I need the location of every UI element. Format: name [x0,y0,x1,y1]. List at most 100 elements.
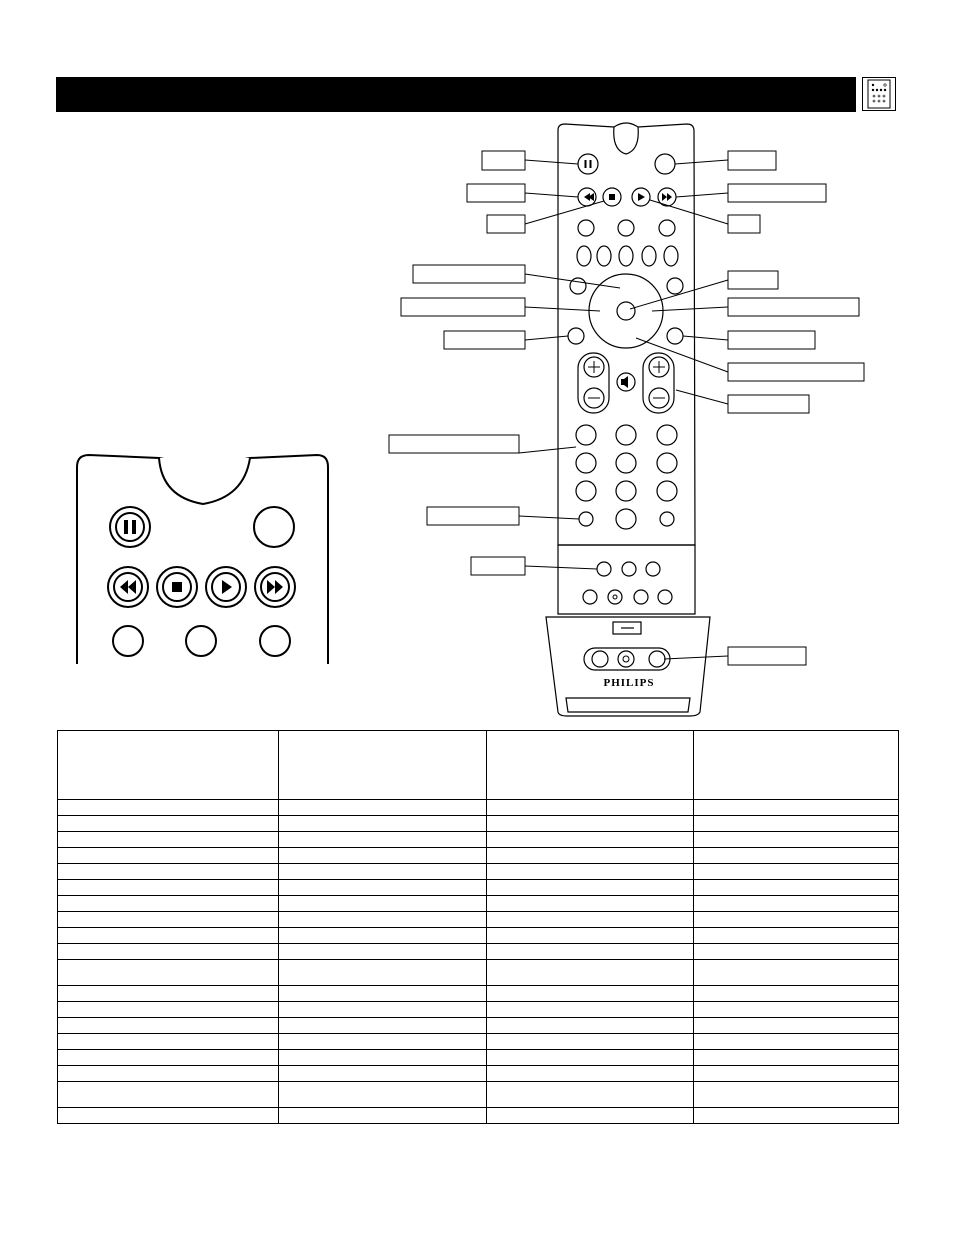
section-header-bar [56,77,856,112]
digit-button[interactable] [615,424,637,446]
source-button-2[interactable] [617,219,635,237]
small-button[interactable] [633,589,649,605]
table-cell [486,1107,694,1124]
lower-left-button[interactable] [567,327,585,345]
table-cell [278,1107,487,1124]
callout-box [727,270,779,290]
table-cell [278,985,487,1002]
detail-source-button[interactable] [112,625,144,657]
small-button[interactable] [645,561,661,577]
table-cell [693,799,899,816]
digit-button[interactable] [575,480,597,502]
mode-button-3[interactable] [618,245,634,267]
table-header-cell [57,730,279,800]
digit-button[interactable] [656,424,678,446]
digit-button[interactable] [615,480,637,502]
small-button[interactable] [607,589,623,605]
table-header-row [57,730,899,800]
table-cell [57,895,279,912]
callout-box [470,556,526,576]
callout-box [727,297,860,317]
table-cell [57,1017,279,1034]
digit-button[interactable] [656,480,678,502]
mode-button-1[interactable] [576,245,592,267]
table-cell [278,911,487,928]
digit-button[interactable] [656,452,678,474]
table-cell [57,943,279,960]
table-row [57,927,899,944]
feature-table [57,730,899,1124]
remote-detail-enlarged [76,453,329,664]
main-remote-buttons [567,153,684,668]
table-cell [693,911,899,928]
table-cell [486,985,694,1002]
table-cell [693,1033,899,1050]
table-cell [278,799,487,816]
callout-box [486,214,526,234]
table-cell [57,985,279,1002]
special-button[interactable] [659,511,675,527]
table-header-cell [278,730,487,800]
table-cell [693,863,899,880]
table-row [57,799,899,816]
table-cell [486,1081,694,1108]
source-button-3[interactable] [658,219,676,237]
table-row [57,1065,899,1082]
detail-power-button[interactable] [253,506,295,548]
callout-box [412,264,526,284]
table-cell [486,847,694,864]
lower-right-button[interactable] [666,327,684,345]
mode-button-2[interactable] [596,245,612,267]
small-button[interactable] [582,589,598,605]
mode-button-4[interactable] [641,245,657,267]
table-cell [57,1001,279,1018]
remote-control-diagram: PHILIPS [76,122,865,717]
right-side-button[interactable] [666,277,684,295]
small-button[interactable] [657,589,673,605]
special-button[interactable] [578,511,594,527]
ok-button[interactable] [616,301,636,321]
table-cell [486,831,694,848]
callout-box [400,297,526,317]
table-row [57,831,899,848]
table-cell [278,847,487,864]
small-button[interactable] [621,561,637,577]
table-cell [278,863,487,880]
digit-button[interactable] [575,452,597,474]
table-row [57,895,899,912]
table-cell [486,959,694,986]
callout-box [443,330,526,350]
stop-icon [172,582,182,592]
mode-switch[interactable] [648,650,666,668]
detail-source-button[interactable] [185,625,217,657]
pause-button[interactable] [577,153,599,175]
menu-button[interactable] [569,277,587,295]
table-cell [486,1033,694,1050]
digit-button[interactable] [615,508,637,530]
table-cell [278,879,487,896]
table-cell [693,895,899,912]
table-cell [693,879,899,896]
table-cell [278,1081,487,1108]
small-button[interactable] [596,561,612,577]
detail-source-button[interactable] [259,625,291,657]
table-cell [693,1081,899,1108]
main-remote [545,122,711,717]
table-cell [693,1001,899,1018]
light-switch[interactable] [617,650,635,668]
digit-button[interactable] [615,452,637,474]
table-cell [486,815,694,832]
callout-box [727,362,865,382]
mode-switch[interactable] [591,650,609,668]
digit-button[interactable] [575,424,597,446]
table-row [57,1017,899,1034]
table-cell [278,927,487,944]
power-button[interactable] [654,153,676,175]
remote-thumbnail-icon [862,77,896,111]
table-cell [57,1049,279,1066]
mode-button-5[interactable] [663,245,679,267]
table-row [57,847,899,864]
table-cell [278,1049,487,1066]
table-row [57,879,899,896]
source-button-1[interactable] [577,219,595,237]
